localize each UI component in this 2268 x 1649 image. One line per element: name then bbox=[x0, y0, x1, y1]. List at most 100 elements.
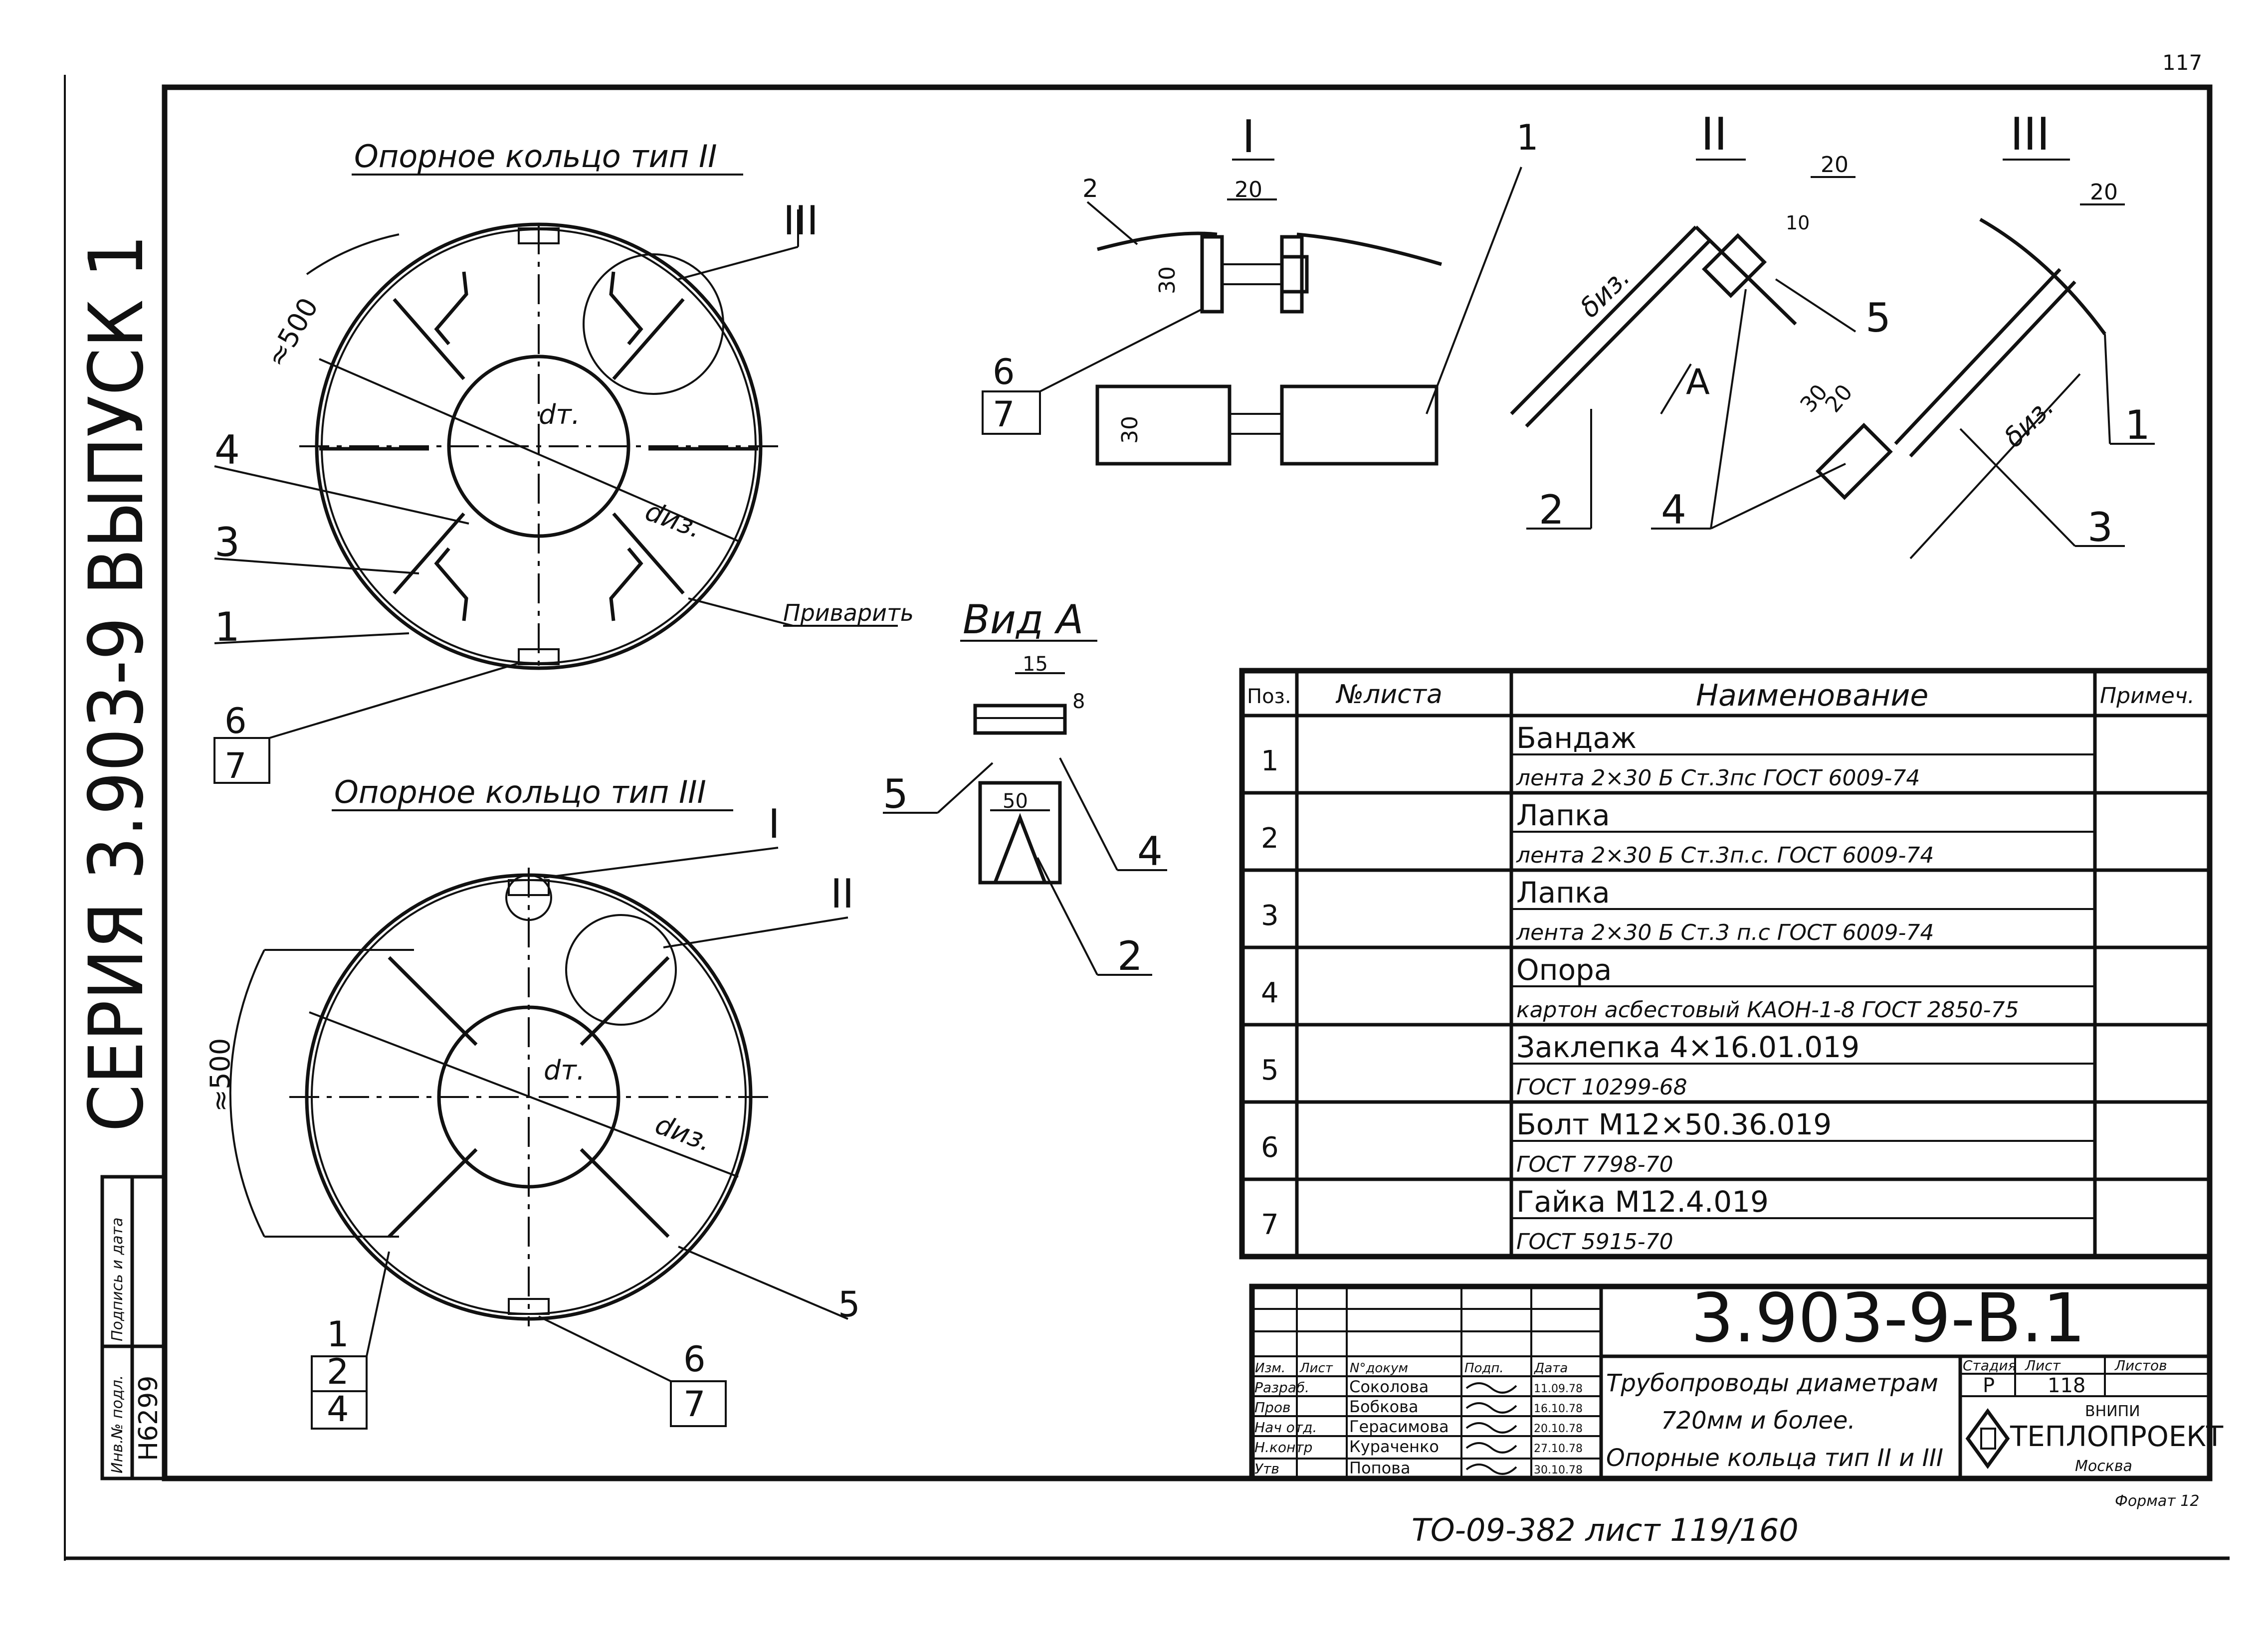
spec-row-pos: 7 bbox=[1261, 1209, 1279, 1241]
ring2-detail-3-label: III bbox=[783, 197, 819, 244]
spec-row-pos: 4 bbox=[1261, 977, 1279, 1009]
ring2-diz: dиз. bbox=[641, 495, 706, 545]
detail-1-title: I bbox=[1242, 111, 1255, 163]
view-a-callout-2: 2 bbox=[1117, 933, 1143, 979]
tb-date: 11.09.78 bbox=[1534, 1383, 1583, 1395]
title-city: Москва bbox=[2075, 1458, 2132, 1475]
tb-role: Н.контр bbox=[1254, 1439, 1312, 1456]
spec-row-name: Гайка М12.4.019 bbox=[1516, 1185, 1769, 1219]
tb-date: 30.10.78 bbox=[1534, 1464, 1583, 1476]
ring3-callout-2: 2 bbox=[327, 1351, 349, 1392]
title-block: 3.903-9-В.1 Трубопроводы диаметрам 720мм… bbox=[1249, 1279, 2224, 1510]
ring2-callout-4: 4 bbox=[214, 427, 240, 473]
view-a-title: Вид А bbox=[963, 596, 1083, 643]
view-a-callout-4: 4 bbox=[1137, 828, 1163, 875]
spec-row-spec: ГОСТ 5915-70 bbox=[1516, 1229, 1673, 1255]
tb-name: Бобкова bbox=[1349, 1397, 1419, 1416]
detail-3-dim-20: 20 bbox=[2090, 180, 2118, 205]
tb-date: 16.10.78 bbox=[1534, 1403, 1583, 1415]
detail-1-callout-7: 7 bbox=[993, 394, 1015, 435]
spec-row-spec: ГОСТ 10299-68 bbox=[1516, 1075, 1687, 1100]
ring3-callout-7: 7 bbox=[683, 1384, 706, 1425]
title-sheets-head: Листов bbox=[2114, 1357, 2167, 1374]
side-stamp-inv-label: Инв.№ подл. bbox=[109, 1375, 126, 1473]
view-a-dim-15: 15 bbox=[1023, 653, 1048, 676]
title-sheet: 118 bbox=[2048, 1374, 2085, 1397]
spec-table: Поз. №листа Наименование Примеч. 1Бандаж… bbox=[1239, 668, 2213, 1260]
detail-2-arrow-a: A bbox=[1686, 362, 1710, 402]
tb-role: Разраб. bbox=[1254, 1379, 1309, 1396]
spec-row-name: Лапка bbox=[1516, 876, 1610, 910]
ring2-callout-7: 7 bbox=[224, 745, 247, 786]
detail-3-view: III δиз. 20 30 20 1 3 bbox=[1795, 108, 2155, 559]
title-sheet-head: Лист bbox=[2025, 1357, 2061, 1374]
ring3-detail-2-label: II bbox=[830, 871, 854, 917]
ring3-callout-1: 1 bbox=[327, 1314, 349, 1355]
detail-1-dim-30: 30 bbox=[1155, 266, 1180, 294]
spec-row-name: Бандаж bbox=[1516, 721, 1637, 755]
ring2-callout-3: 3 bbox=[214, 519, 240, 565]
ring2-dim-500: ≈500 bbox=[260, 293, 325, 372]
ring-type-3-view: Опорное кольцо тип III ≈500 dт. dиз. I I… bbox=[205, 774, 860, 1430]
spec-row-spec: лента 2×30 Б Ст.3пс ГОСТ 6009-74 bbox=[1516, 765, 1920, 791]
detail-2-callout-4: 4 bbox=[1661, 487, 1686, 533]
detail-2-view: II δиз. A 20 10 5 2 4 bbox=[1510, 108, 1891, 533]
view-a: Вид А 15 8 50 5 4 2 bbox=[883, 596, 1167, 979]
detail-3-title: III bbox=[2010, 108, 2050, 161]
detail-1-callout-2: 2 bbox=[1082, 174, 1098, 203]
detail-1-view: I 20 30 2 6 7 30 1 bbox=[982, 111, 1539, 466]
tb-name: Попова bbox=[1349, 1459, 1411, 1477]
ring3-dt: dт. bbox=[544, 1055, 585, 1086]
tb-role: Утв bbox=[1254, 1461, 1279, 1477]
spec-row-spec: лента 2×30 Б Ст.3п.с. ГОСТ 6009-74 bbox=[1516, 843, 1934, 868]
detail-2-callout-5: 5 bbox=[1865, 295, 1891, 341]
detail-2-dim-10: 10 bbox=[1786, 212, 1810, 234]
side-stamp-inv-number: Н6299 bbox=[134, 1376, 164, 1461]
spec-row-pos: 5 bbox=[1261, 1054, 1279, 1087]
detail-2-title: II bbox=[1701, 108, 1727, 161]
tb-name: Кураченко bbox=[1349, 1437, 1439, 1456]
spec-row-spec: лента 2×30 Б Ст.3 п.с ГОСТ 6009-74 bbox=[1516, 920, 1934, 945]
detail-2-callout-2: 2 bbox=[1539, 487, 1564, 533]
tb-col-head: Дата bbox=[1534, 1361, 1568, 1376]
tb-col-head: Подп. bbox=[1464, 1361, 1504, 1376]
detail-2-dim-20: 20 bbox=[1821, 152, 1849, 178]
side-stamp: Подпись и дата Инв.№ подл. Н6299 bbox=[100, 1175, 167, 1480]
ring2-callout-6: 6 bbox=[224, 701, 247, 741]
spec-row-pos: 3 bbox=[1261, 900, 1279, 932]
title-format: Формат 12 bbox=[2115, 1492, 2199, 1510]
ring2-title: Опорное кольцо тип II bbox=[354, 138, 717, 175]
title-line-2: 720мм и более. bbox=[1661, 1407, 1856, 1435]
title-stage-head: Стадия bbox=[1963, 1357, 2016, 1374]
title-stage: Р bbox=[1983, 1374, 1995, 1397]
spec-row-name: Опора bbox=[1516, 953, 1612, 987]
spec-row-pos: 1 bbox=[1261, 745, 1279, 777]
title-org-top: ВНИПИ bbox=[2085, 1403, 2140, 1420]
series-title: СЕРИЯ 3.903-9 ВЫПУСК 1 bbox=[73, 234, 160, 1132]
detail-3-callout-3: 3 bbox=[2087, 504, 2113, 550]
title-doc-number: 3.903-9-В.1 bbox=[1691, 1279, 2085, 1357]
tb-name: Соколова bbox=[1349, 1377, 1429, 1396]
tb-name: Герасимова bbox=[1349, 1417, 1449, 1436]
detail-1-plan-dim-30: 30 bbox=[1117, 416, 1143, 444]
detail-2-delta: δиз. bbox=[1574, 261, 1636, 324]
spec-row-pos: 6 bbox=[1261, 1131, 1279, 1164]
tb-role: Пров bbox=[1254, 1399, 1290, 1416]
detail-1-plan-callout-1: 1 bbox=[1516, 117, 1539, 158]
view-a-dim-50: 50 bbox=[1003, 790, 1028, 813]
ring2-dt: dт. bbox=[539, 399, 580, 430]
tb-date: 20.10.78 bbox=[1534, 1423, 1583, 1435]
spec-row-name: Лапка bbox=[1516, 798, 1610, 832]
view-a-callout-5: 5 bbox=[883, 771, 908, 817]
ring3-callout-6: 6 bbox=[683, 1339, 706, 1380]
detail-3-dim-20b: 20 bbox=[1820, 379, 1857, 417]
title-line-3: Опорные кольца тип II и III bbox=[1606, 1444, 1943, 1472]
spec-head-name: Наименование bbox=[1696, 678, 1928, 713]
detail-3-callout-1: 1 bbox=[2125, 402, 2150, 448]
archive-note: ТО-09-382 лист 119/160 bbox=[1412, 1512, 1799, 1548]
tb-role: Нач отд. bbox=[1254, 1419, 1317, 1436]
tb-date: 27.10.78 bbox=[1534, 1443, 1583, 1455]
detail-1-dim-20: 20 bbox=[1235, 177, 1262, 202]
tb-col-head: N°докум bbox=[1350, 1361, 1408, 1376]
